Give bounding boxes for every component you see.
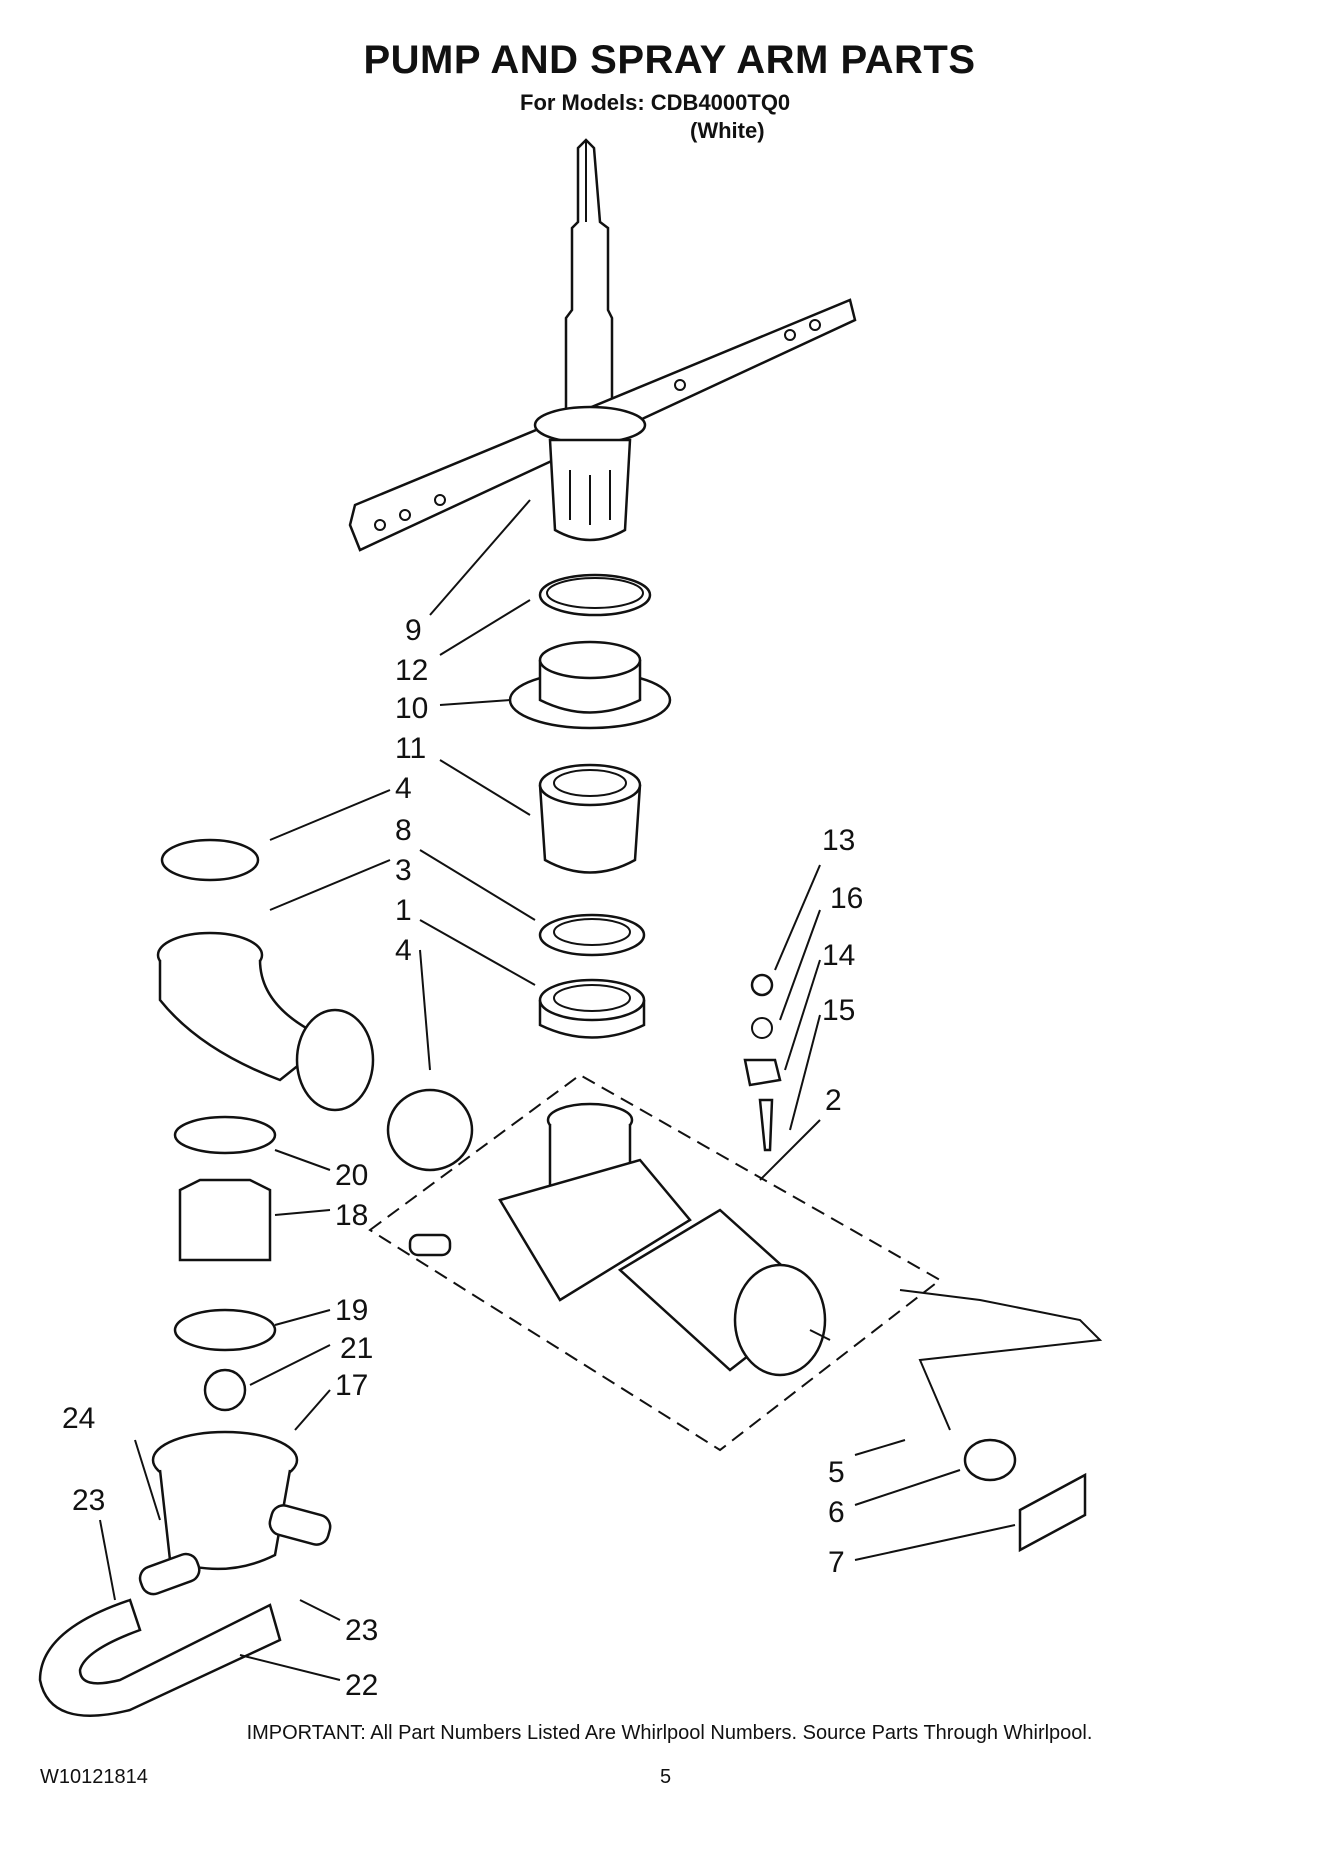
callout-label: 18 <box>335 1199 368 1232</box>
document-number: W10121814 <box>40 1766 148 1788</box>
callout-label: 6 <box>828 1496 845 1529</box>
callout-label: 24 <box>62 1402 95 1435</box>
filter-cup <box>538 763 642 874</box>
callout-label: 4 <box>395 772 412 805</box>
spray-arm-support <box>508 640 672 730</box>
callout-labels: 9 12 10 11 4 8 3 1 4 13 16 14 15 2 20 18… <box>62 614 863 1702</box>
seal-ring-8 <box>538 913 646 957</box>
callout-label: 1 <box>395 894 412 927</box>
callout-label: 10 <box>395 692 428 725</box>
callout-label: 7 <box>828 1546 845 1579</box>
callout-label: 11 <box>395 732 426 765</box>
callout-label: 9 <box>405 614 422 647</box>
spray-arm-assembly <box>348 138 857 552</box>
important-note: IMPORTANT: All Part Numbers Listed Are W… <box>246 1722 1093 1744</box>
callout-label: 21 <box>340 1332 373 1365</box>
callout-label: 13 <box>822 824 855 857</box>
callout-label: 2 <box>825 1084 842 1117</box>
callout-label: 12 <box>395 654 428 687</box>
page-title: PUMP AND SPRAY ARM PARTS <box>363 38 976 82</box>
callout-label: 5 <box>828 1456 845 1489</box>
callout-label: 16 <box>830 882 863 915</box>
callout-label: 15 <box>822 994 855 1027</box>
sump-parts <box>138 1115 332 1596</box>
callout-label: 23 <box>72 1484 105 1517</box>
callout-label: 8 <box>395 814 412 847</box>
page-number: 5 <box>660 1766 672 1788</box>
callout-label: 3 <box>395 854 412 887</box>
callout-leaders <box>99 499 1016 1681</box>
wire-grommet-plate <box>899 1289 1103 1553</box>
models-line: For Models: CDB4000TQ0 <box>520 90 791 115</box>
callout-label: 22 <box>345 1669 378 1702</box>
drain-hose <box>38 1598 282 1717</box>
elbow-hose <box>156 838 474 1172</box>
pump-motor-assembly <box>368 1073 942 1452</box>
callout-label: 20 <box>335 1159 368 1192</box>
color-line: (White) <box>690 118 765 143</box>
callout-label: 23 <box>345 1614 378 1647</box>
callout-label: 19 <box>335 1294 368 1327</box>
callout-label: 14 <box>822 939 855 972</box>
callout-label: 4 <box>395 934 412 967</box>
seal-ring-1 <box>538 978 646 1039</box>
callout-label: 17 <box>335 1369 368 1402</box>
mounting-hardware <box>743 973 782 1152</box>
retaining-ring <box>538 573 652 617</box>
